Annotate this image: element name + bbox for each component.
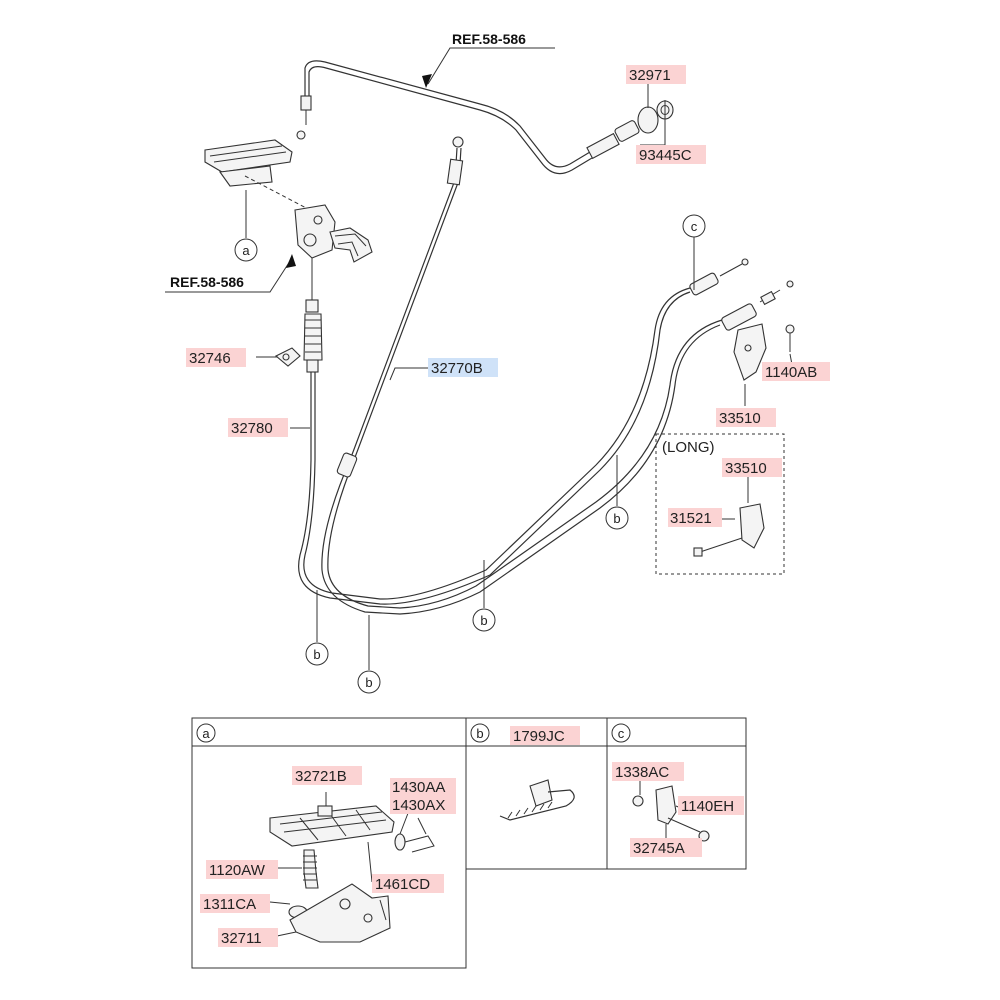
panel-b-drawing: [499, 779, 575, 821]
callout-b-3: b: [472, 560, 496, 632]
label-33510: 33510: [716, 408, 776, 427]
svg-text:1799JC: 1799JC: [513, 728, 565, 745]
detail-panels: [191, 717, 747, 969]
label-32711: 32711: [218, 928, 278, 947]
svg-text:b: b: [480, 613, 487, 628]
svg-text:a: a: [202, 726, 210, 741]
label-1140EH: 1140EH: [678, 796, 744, 815]
panel-b-key: b: [470, 723, 490, 743]
callout-b-1: b: [305, 590, 329, 666]
svg-text:1120AW: 1120AW: [209, 862, 266, 879]
svg-text:33510: 33510: [725, 460, 767, 477]
ref-top-leader: [427, 47, 555, 85]
ref-top-arrow: [422, 74, 432, 88]
grommet-part: [637, 106, 659, 134]
label-1430AX: 1430AX: [390, 796, 456, 814]
clutch-cable-32780: [298, 287, 691, 605]
svg-text:1140AB: 1140AB: [765, 364, 817, 381]
svg-text:32746: 32746: [189, 350, 231, 367]
label-32770B: 32770B: [428, 358, 498, 377]
svg-text:32711: 32711: [221, 930, 262, 947]
svg-text:a: a: [242, 243, 250, 258]
label-1338AC: 1338AC: [612, 762, 684, 781]
label-32971: 32971: [626, 65, 686, 84]
long-label: (LONG): [662, 439, 715, 456]
upper-link-rod: [296, 95, 312, 140]
ref-top-label: REF.58-586: [452, 31, 526, 47]
panel-a-key: a: [196, 723, 216, 743]
label-93445C: 93445C: [636, 145, 706, 164]
label-32745A: 32745A: [630, 838, 702, 857]
panel-a-drawing: [269, 792, 435, 943]
pedal-assembly: [204, 139, 373, 263]
master-cylinder-rod: [303, 258, 323, 373]
label-32721B: 32721B: [292, 766, 362, 785]
label-1799JC: 1799JC: [510, 726, 580, 745]
long-variant-box: [655, 433, 785, 575]
svg-text:b: b: [613, 511, 620, 526]
ref-left-label: REF.58-586: [170, 274, 244, 290]
cable-end-fitting: [586, 120, 640, 160]
svg-text:b: b: [476, 726, 483, 741]
svg-text:32971: 32971: [629, 67, 671, 84]
svg-text:b: b: [313, 647, 320, 662]
label-1430AA: 1430AA: [390, 778, 456, 796]
label-1461CD: 1461CD: [372, 874, 444, 893]
svg-text:31521: 31521: [670, 510, 712, 527]
callout-a-main: a: [234, 190, 258, 262]
svg-text:1140EH: 1140EH: [681, 798, 734, 815]
svg-text:1338AC: 1338AC: [615, 764, 669, 781]
svg-text:32780: 32780: [231, 420, 273, 437]
svg-text:33510: 33510: [719, 410, 761, 427]
ref-left-leader: [165, 257, 293, 293]
svg-text:c: c: [691, 219, 698, 234]
svg-text:1430AX: 1430AX: [392, 797, 445, 814]
upper-cable: [304, 60, 593, 175]
cable-end-fittings-right: [689, 258, 794, 331]
svg-text:32721B: 32721B: [295, 768, 347, 785]
long-bracket: [693, 503, 765, 557]
svg-text:32745A: 32745A: [633, 840, 685, 857]
callout-b-2: b: [357, 615, 381, 694]
bracket-33510: [733, 323, 795, 381]
cable-32770B: [321, 136, 723, 615]
label-1140AB: 1140AB: [762, 362, 830, 381]
ref-left-arrow: [286, 254, 296, 268]
svg-text:93445C: 93445C: [639, 147, 692, 164]
label-32746: 32746: [186, 348, 246, 367]
label-1311CA: 1311CA: [200, 894, 270, 913]
callout-c-main: c: [682, 214, 706, 290]
svg-text:1311CA: 1311CA: [203, 896, 256, 913]
label-1120AW: 1120AW: [206, 860, 278, 879]
label-33510-long: 33510: [722, 458, 782, 477]
panel-c-key: c: [611, 723, 631, 743]
svg-text:1430AA: 1430AA: [392, 779, 445, 796]
clip-32746: [275, 347, 301, 367]
label-32780: 32780: [228, 418, 288, 437]
label-31521: 31521: [668, 508, 722, 527]
svg-text:1461CD: 1461CD: [375, 876, 430, 893]
svg-text:c: c: [618, 726, 625, 741]
callout-b-4: b: [605, 455, 629, 530]
svg-text:b: b: [365, 675, 372, 690]
svg-text:32770B: 32770B: [431, 360, 483, 377]
